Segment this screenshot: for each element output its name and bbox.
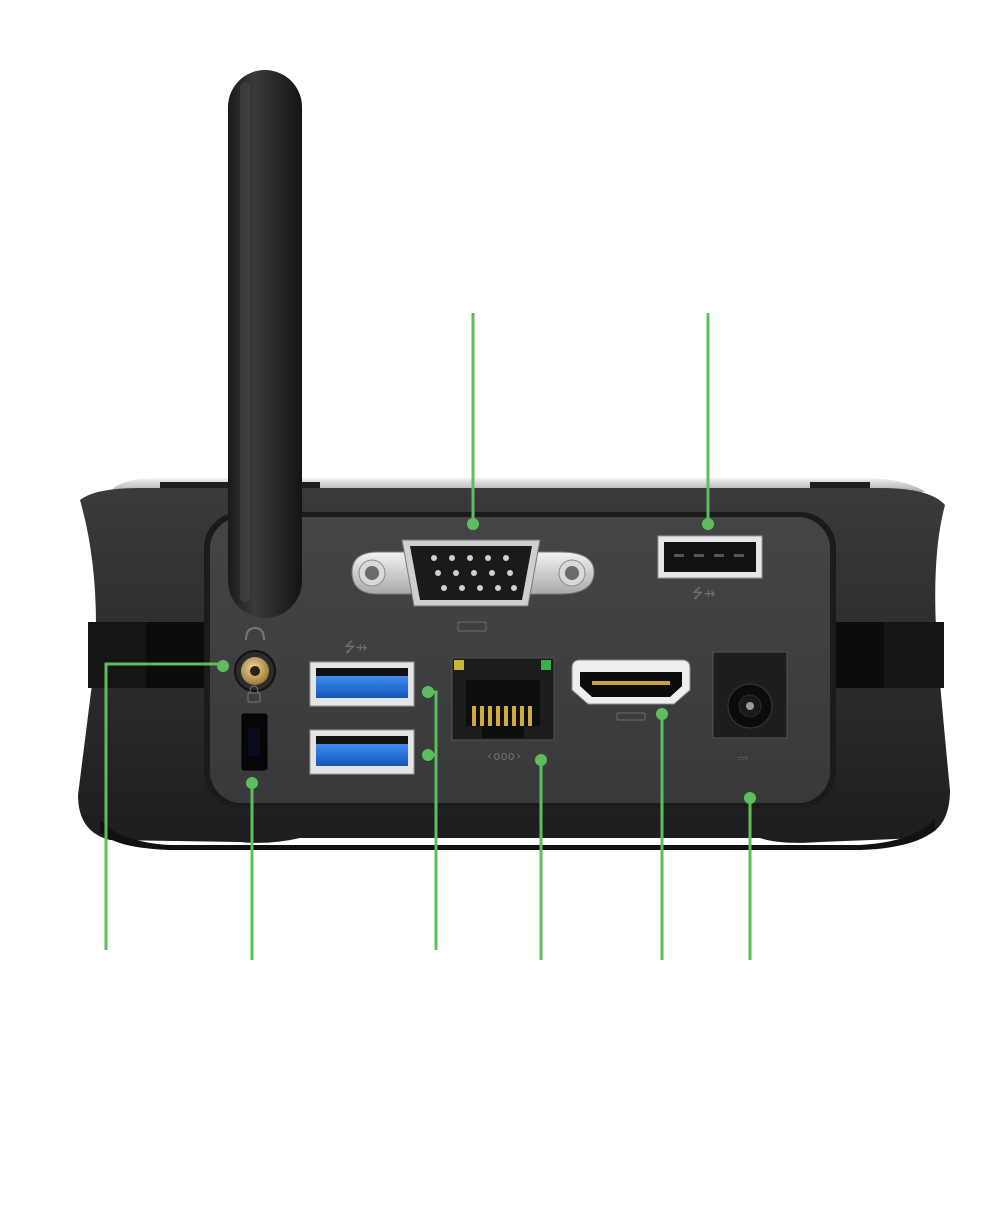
callout-dots: [217, 518, 756, 804]
network-symbol-icon: ‹ooo›: [486, 749, 522, 763]
dc-symbol-icon: ⎓: [738, 751, 748, 766]
wifi-antenna: [228, 70, 302, 618]
usb-symbol-icon: ⭍⇸: [344, 640, 368, 656]
audio-jack: [234, 626, 276, 692]
vga-port: [351, 539, 595, 632]
lock-icon: [247, 692, 261, 703]
kensington-lock-slot: [241, 685, 268, 771]
usb-2-port: ⭍⇸: [657, 535, 763, 602]
usb-3-ports: ⭍⇸: [309, 640, 415, 775]
callout-line-audio: [104, 662, 223, 950]
headphone-icon: [245, 626, 265, 641]
callout-lines: [104, 313, 752, 960]
hdmi-symbol-icon: [616, 712, 646, 721]
hdmi-port: [571, 659, 691, 721]
usb-symbol-icon: ⭍⇸: [692, 586, 716, 602]
dc-power-port: ⎓: [712, 651, 788, 766]
ethernet-port: ‹ooo›: [451, 657, 555, 763]
vga-symbol-icon: [457, 621, 487, 632]
